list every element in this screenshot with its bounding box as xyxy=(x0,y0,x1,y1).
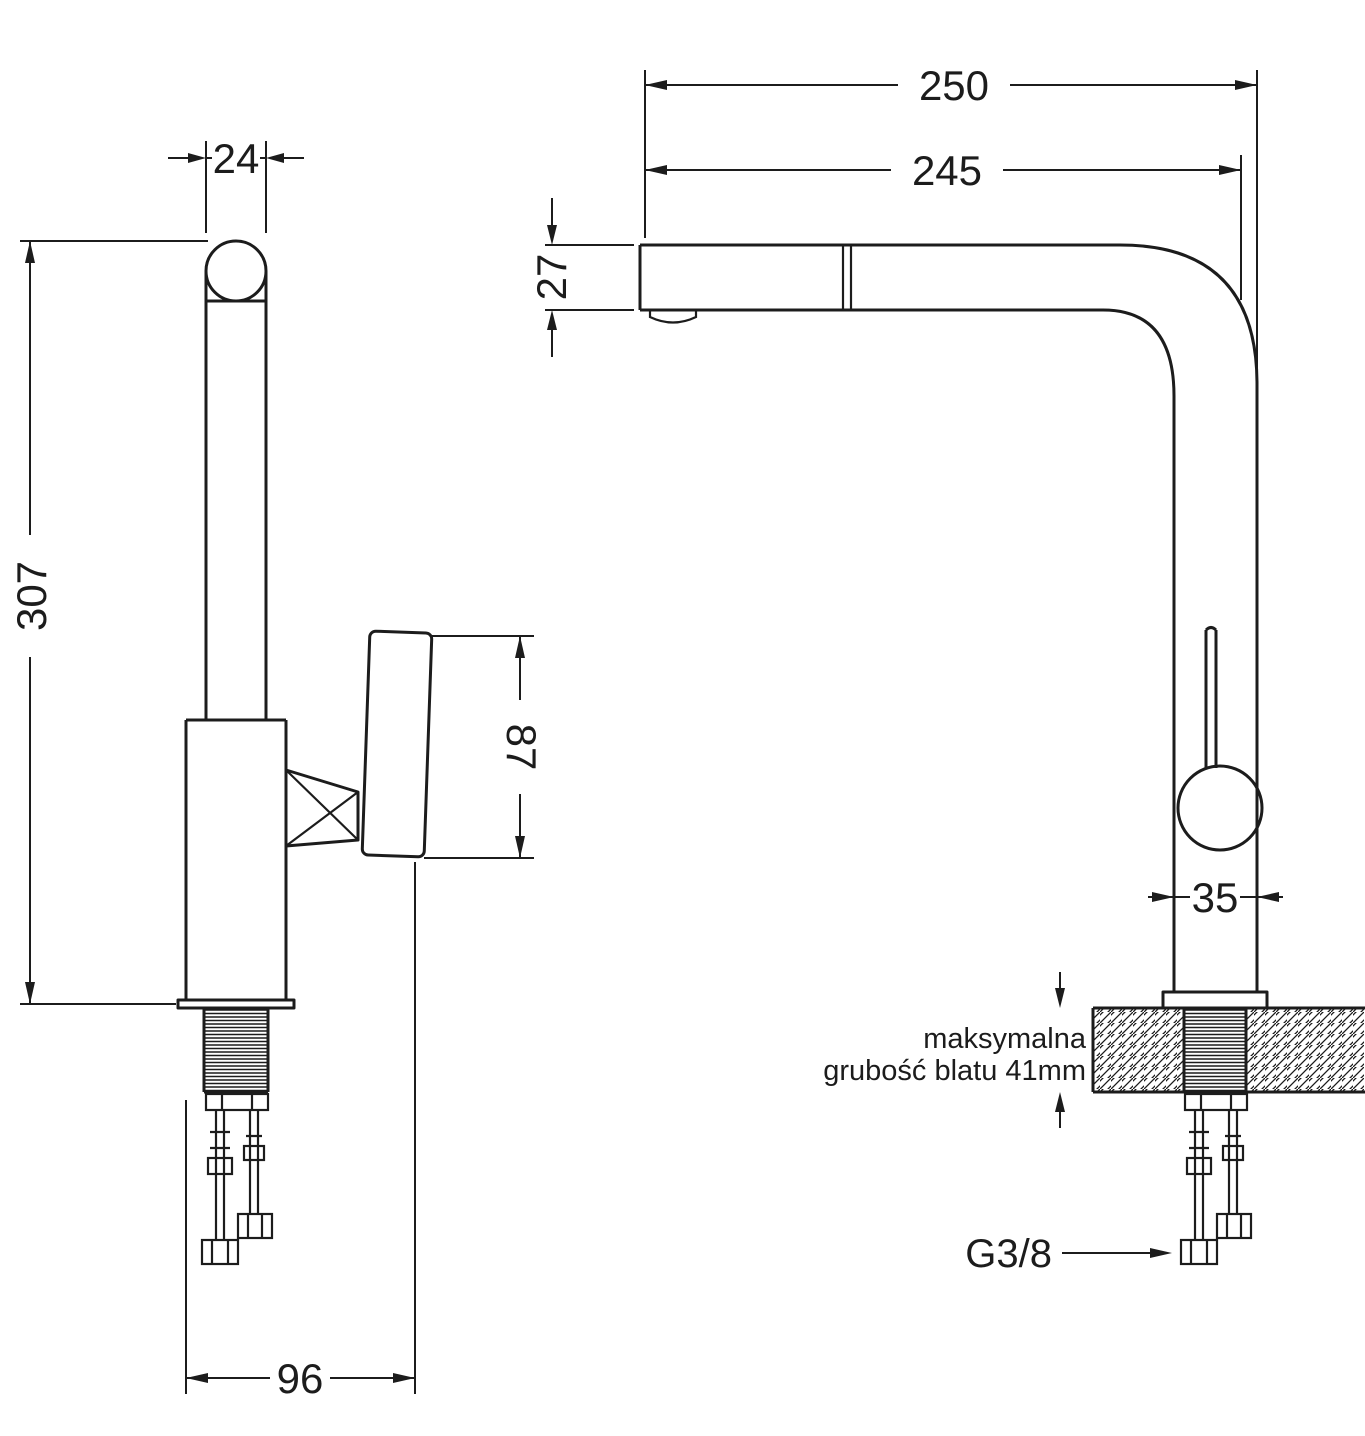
dim-250-label: 250 xyxy=(919,62,989,109)
base-plate xyxy=(176,998,296,1010)
pullout-seam xyxy=(841,245,853,310)
dimension-total-height: 307 xyxy=(8,240,208,1005)
dimension-spout-height: 27 xyxy=(528,198,634,357)
dimension-total-reach: 250 xyxy=(644,62,1258,378)
mounting-hardware-left xyxy=(200,1092,274,1266)
lever-ball xyxy=(1176,764,1264,852)
threaded-shank xyxy=(204,1008,268,1092)
dim-307-label: 307 xyxy=(8,561,55,631)
base-plate-front xyxy=(1161,990,1269,1010)
dimension-spout-pipe-width: 24 xyxy=(168,135,304,233)
dimension-handle-length: 87 xyxy=(424,635,545,859)
threaded-shank-front xyxy=(1184,1008,1246,1092)
dimension-body-width: 35 xyxy=(1148,874,1283,921)
left-view: 24 307 87 96 xyxy=(8,135,545,1402)
right-view-outline xyxy=(638,243,1365,1266)
spout-aerator xyxy=(648,310,698,324)
counter-note-line1: maksymalna xyxy=(923,1023,1087,1055)
dim-27-label: 27 xyxy=(528,254,575,301)
dim-24-label: 24 xyxy=(213,135,260,182)
mounting-hardware-right xyxy=(1179,1092,1253,1266)
right-view: 250 245 27 35 xyxy=(528,62,1365,1276)
thread-size-label: G3/8 xyxy=(965,1232,1052,1276)
handle-lever xyxy=(360,629,434,859)
dimension-spout-reach: 245 xyxy=(645,147,1242,300)
dim-87-label: 87 xyxy=(498,724,545,771)
thread-size-callout: G3/8 xyxy=(965,1232,1172,1276)
countertop-thickness-note: maksymalna grubość blatu 41mm xyxy=(823,972,1087,1128)
dim-96-label: 96 xyxy=(277,1355,324,1402)
dim-35-label: 35 xyxy=(1192,874,1239,921)
left-view-outline xyxy=(176,239,434,1266)
counter-note-line2: grubość blatu 41mm xyxy=(823,1055,1086,1087)
lever-rod xyxy=(1204,626,1218,768)
dimension-base-depth: 96 xyxy=(185,862,416,1402)
spout-cap xyxy=(204,239,268,303)
dim-245-label: 245 xyxy=(912,147,982,194)
